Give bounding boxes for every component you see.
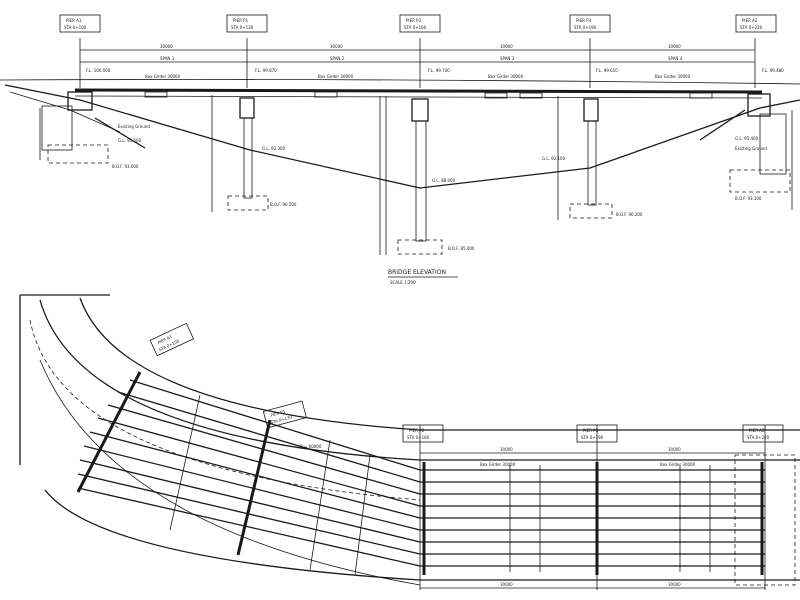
road-edge-inner xyxy=(39,299,800,461)
plan-girder-label: Box Girder 30000 xyxy=(660,462,696,467)
span-mark: SPAN 1 xyxy=(160,56,175,61)
span-mark: SPAN 4 xyxy=(668,56,683,61)
span-mark: SPAN 2 xyxy=(330,56,345,61)
ground-label: G.L. 95.500 xyxy=(118,138,142,143)
plan-view: 30000 30000 30000 30000 Box Girder 30000… xyxy=(19,294,800,590)
level-tag: F.L. 100.000 xyxy=(86,68,111,73)
pier-p3 xyxy=(557,96,613,220)
svg-text:PIER P3: PIER P3 xyxy=(583,428,599,433)
svg-text:PIER P1: PIER P1 xyxy=(233,18,249,23)
span-label: 30000 xyxy=(668,44,681,49)
abutment-a2 xyxy=(729,93,793,210)
beam-label: Box Girder 30000 xyxy=(318,74,354,79)
foundation-label: B.O.F. 93.000 xyxy=(112,164,139,169)
ground-label: G.L. 92.300 xyxy=(262,146,286,151)
svg-text:STA 0+220: STA 0+220 xyxy=(740,25,763,30)
svg-text:STA 0+130: STA 0+130 xyxy=(231,25,254,30)
elevation-title: BRIDGE ELEVATION xyxy=(388,269,446,276)
svg-text:STA 0+160: STA 0+160 xyxy=(404,25,427,30)
road-edge-top xyxy=(79,297,800,431)
span-label: 30000 xyxy=(330,44,343,49)
plan-pier-tag: PIER P1 STA 0+130 xyxy=(262,400,307,429)
svg-text:STA 0+160: STA 0+160 xyxy=(407,435,430,440)
plan-pier-tag: PIER P3 STA 0+190 xyxy=(576,424,618,443)
svg-text:PIER A2: PIER A2 xyxy=(749,428,765,433)
straight-girders xyxy=(420,462,765,575)
beam-label: Box Girder 30000 xyxy=(655,74,691,79)
svg-text:STA 0+190: STA 0+190 xyxy=(574,25,597,30)
plan-dim-label: 30000 xyxy=(500,447,513,452)
pier-p1 xyxy=(211,95,269,212)
pier-tag: PIER P1 STA 0+130 xyxy=(226,14,268,33)
svg-text:PIER A1: PIER A1 xyxy=(157,334,174,345)
deck-soffit xyxy=(74,95,763,99)
span-label: 30000 xyxy=(500,44,513,49)
svg-text:PIER P1: PIER P1 xyxy=(270,409,286,418)
svg-text:PIER A2: PIER A2 xyxy=(742,18,758,23)
slope-protection-right xyxy=(699,109,746,141)
elevation-scale: SCALE 1:200 xyxy=(390,280,416,285)
road-offset-line xyxy=(39,359,421,586)
span-label: 30000 xyxy=(160,44,173,49)
pier-tag: PIER A2 STA 0+220 xyxy=(735,14,777,33)
foundation-label: B.O.F. 90.500 xyxy=(270,202,297,207)
ground-label: G.L. 92.100 xyxy=(542,156,566,161)
centerline-curve xyxy=(29,319,421,501)
abutment-plan-outline xyxy=(734,454,796,586)
plan-pier-tag: PIER A1 STA 0+100 xyxy=(149,322,195,357)
svg-text:PIER P3: PIER P3 xyxy=(576,18,592,23)
slope-protection-left xyxy=(94,117,146,149)
bridge-deck xyxy=(74,88,763,94)
foundation-label: B.O.F. 90.200 xyxy=(616,212,643,217)
pier-tag: PIER P2 STA 0+160 xyxy=(399,14,441,33)
span-mark: SPAN 3 xyxy=(500,56,515,61)
foundation-label: B.O.F. 85.000 xyxy=(448,246,475,251)
road-radius-label: R = 60000 xyxy=(300,444,322,449)
ground-label: Existing Ground xyxy=(118,124,150,129)
level-tag: F.L. 99.740 xyxy=(428,68,450,73)
beam-label: Box Girder 30000 xyxy=(145,74,181,79)
plan-dim-label: 30000 xyxy=(668,582,681,587)
curved-girders xyxy=(76,371,421,576)
plan-dim-label: 30000 xyxy=(500,582,513,587)
ground-label: G.L. 88.000 xyxy=(432,178,456,183)
svg-text:STA 0+130: STA 0+130 xyxy=(270,414,293,425)
ground-label: Existing Ground xyxy=(735,146,767,151)
beam-label: Box Girder 30000 xyxy=(488,74,524,79)
svg-text:STA 0+190: STA 0+190 xyxy=(581,435,604,440)
svg-text:PIER P2: PIER P2 xyxy=(409,428,425,433)
road-profile-line xyxy=(0,79,800,85)
plan-pier-tag: PIER P2 STA 0+160 xyxy=(402,424,444,443)
abutment-a1 xyxy=(39,91,109,164)
svg-text:STA 0+100: STA 0+100 xyxy=(64,25,87,30)
deck-hatching xyxy=(144,91,713,99)
pier-p2 xyxy=(379,96,443,255)
embankment-left xyxy=(9,91,121,133)
pier-tag: PIER P3 STA 0+190 xyxy=(569,14,611,33)
ground-line xyxy=(4,84,800,189)
level-tag: F.L. 99.870 xyxy=(255,68,277,73)
road-edge-outer xyxy=(44,489,800,581)
elevation-view: 30000 30000 30000 30000 SPAN 1 SPAN 2 SP… xyxy=(0,14,800,285)
plan-pier-tag: PIER A2 STA 0+220 xyxy=(742,424,784,443)
level-tag: F.L. 99.610 xyxy=(596,68,618,73)
plan-dim-label: 30000 xyxy=(668,447,681,452)
level-tag: F.L. 99.480 xyxy=(762,68,784,73)
svg-text:STA 0+220: STA 0+220 xyxy=(747,435,770,440)
pier-tag: PIER A1 STA 0+100 xyxy=(59,14,101,33)
dimension-ticks xyxy=(79,38,756,88)
svg-text:PIER A1: PIER A1 xyxy=(66,18,82,23)
plan-girder-label: Box Girder 30000 xyxy=(480,462,516,467)
foundation-label: B.O.F. 93.100 xyxy=(735,196,762,201)
svg-text:PIER P2: PIER P2 xyxy=(406,18,422,23)
ground-label: G.L. 95.400 xyxy=(735,136,759,141)
